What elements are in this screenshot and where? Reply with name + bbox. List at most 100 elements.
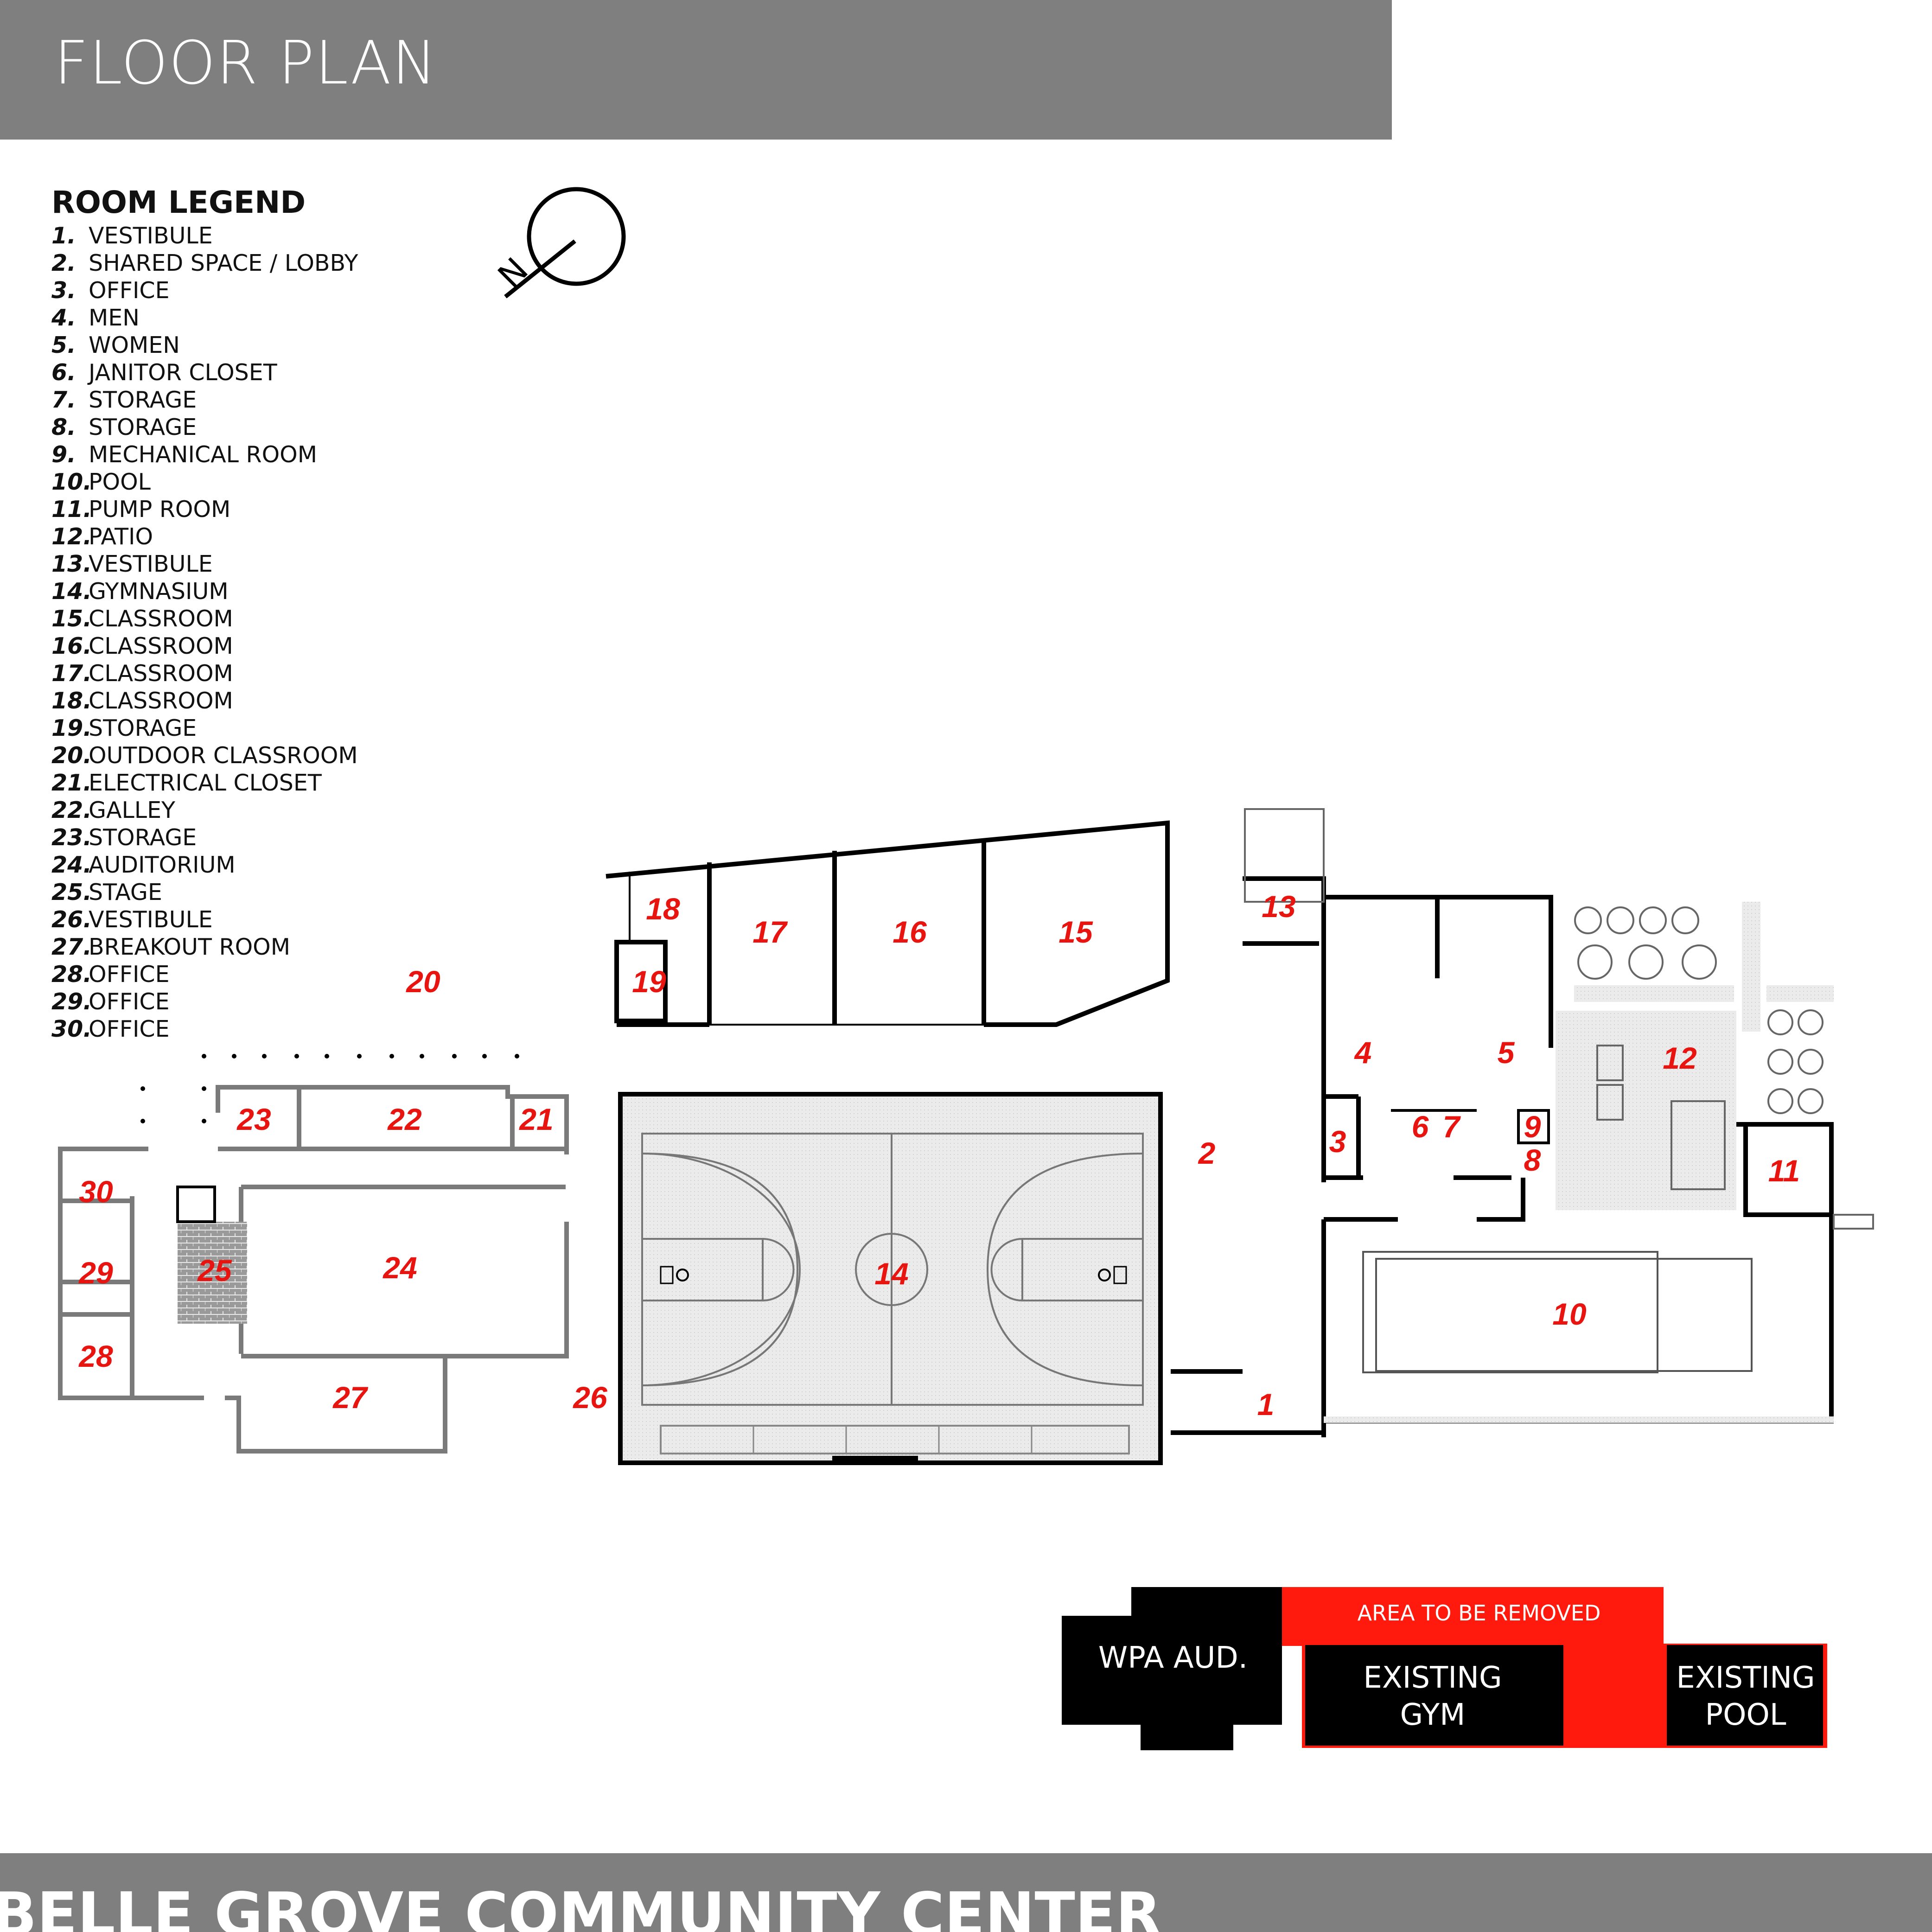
wpa-label: WPA AUD.	[1098, 1641, 1248, 1675]
legend-item-number: 2.	[51, 250, 76, 276]
legend-item-number: 27.	[51, 934, 92, 960]
legend-item: 16.CLASSROOM	[51, 632, 358, 660]
legend-item-label: STORAGE	[89, 824, 197, 851]
project-title: BELLE GROVE COMMUNITY CENTER	[0, 1880, 1161, 1932]
room-label: 1	[1257, 1387, 1275, 1422]
legend-item-label: OFFICE	[89, 277, 170, 304]
room-label: 4	[1354, 1035, 1372, 1070]
existing-auditorium-building	[58, 1085, 569, 1454]
room-label: 16	[893, 915, 927, 949]
legend-item: 19.STORAGE	[51, 714, 358, 742]
room-label: 3	[1329, 1124, 1346, 1159]
legend-item-number: 5.	[51, 332, 76, 358]
legend-item-label: VESTIBULE	[89, 906, 213, 933]
legend-item-label: ELECTRICAL CLOSET	[89, 770, 322, 796]
legend-item-number: 16.	[51, 633, 92, 659]
removed-area-label: AREA TO BE REMOVED	[1358, 1600, 1601, 1626]
legend-item-number: 9.	[51, 441, 76, 468]
legend-item-label: GALLEY	[89, 797, 175, 823]
legend-item: 30.OFFICE	[51, 1015, 358, 1043]
legend-item-label: WOMEN	[89, 332, 180, 358]
room-label: 25	[197, 1253, 232, 1288]
legend-item-label: OFFICE	[89, 961, 170, 988]
room-label: 17	[752, 915, 788, 949]
legend-item-number: 29.	[51, 988, 92, 1015]
legend-item-label: POOL	[89, 469, 151, 495]
legend-item: 13.VESTIBULE	[51, 550, 358, 578]
legend-item: 10.POOL	[51, 468, 358, 496]
legend-item-number: 15.	[51, 606, 92, 632]
room-label: 11	[1768, 1154, 1800, 1188]
legend-item: 27.BREAKOUT ROOM	[51, 933, 358, 961]
legend-item-label: OUTDOOR CLASSROOM	[89, 742, 358, 769]
legend-item: 2.SHARED SPACE / LOBBY	[51, 249, 358, 277]
room-label: 24	[382, 1250, 417, 1285]
legend-item-label: PUMP ROOM	[89, 496, 231, 523]
room-label: 2	[1198, 1136, 1216, 1170]
legend-item-number: 19.	[51, 715, 92, 741]
legend-item-label: AUDITORIUM	[89, 852, 236, 878]
legend-item-number: 21.	[51, 770, 92, 796]
room-label: 15	[1058, 915, 1093, 949]
legend-item: 17.CLASSROOM	[51, 660, 358, 687]
classroom-wing	[606, 820, 1170, 1027]
gymnasium	[618, 1092, 1163, 1465]
legend-item-label: JANITOR CLOSET	[89, 359, 277, 386]
exterior-stair	[1244, 808, 1325, 903]
legend-item-number: 3.	[51, 277, 76, 304]
room-label: 23	[236, 1102, 271, 1136]
legend-item: 8.STORAGE	[51, 414, 358, 441]
removed-area-band	[1282, 1587, 1664, 1646]
legend-item: 20.OUTDOOR CLASSROOM	[51, 742, 358, 769]
existing-gym-label-line2: GYM	[1400, 1698, 1466, 1732]
legend-title: ROOM LEGEND	[51, 185, 306, 220]
room-label: 22	[387, 1102, 422, 1136]
legend-item: 12.PATIO	[51, 523, 358, 550]
room-labels: 1 2 3 4 5 6 7 8 9 10 11 12 13 14 15 16 1…	[78, 889, 1800, 1422]
legend-item-number: 6.	[51, 359, 76, 386]
room-label: 20	[405, 964, 440, 999]
legend-item: 26.VESTIBULE	[51, 906, 358, 933]
legend-item: 7.STORAGE	[51, 386, 358, 414]
legend-item-label: MEN	[89, 305, 140, 331]
legend-item: 14.GYMNASIUM	[51, 578, 358, 605]
floor-plan-drawing: N	[58, 187, 1874, 1750]
legend-item-number: 25.	[51, 879, 92, 905]
legend-item: 1.VESTIBULE	[51, 222, 358, 249]
legend-item-label: CLASSROOM	[89, 633, 233, 659]
legend-item: 4.MEN	[51, 304, 358, 332]
legend-item: 23.STORAGE	[51, 824, 358, 851]
north-arrow: N	[491, 187, 626, 299]
east-wing	[1171, 876, 1834, 1437]
page-title: FLOOR PLAN	[54, 29, 438, 98]
footer-bar: BELLE GROVE COMMUNITY CENTER	[0, 1853, 1932, 1932]
legend-item-label: BREAKOUT ROOM	[89, 934, 290, 960]
legend-item-number: 13.	[51, 551, 92, 577]
legend-item-label: VESTIBULE	[89, 551, 213, 577]
header-bar: FLOOR PLAN	[0, 0, 1392, 140]
legend-item-label: STORAGE	[89, 414, 197, 440]
legend-item-label: VESTIBULE	[89, 223, 213, 249]
legend-item: 24.AUDITORIUM	[51, 851, 358, 879]
legend-item: 9.MECHANICAL ROOM	[51, 441, 358, 468]
legend-item: 3. OFFICE	[51, 277, 358, 304]
legend-item-number: 12.	[51, 523, 92, 550]
legend-item-label: CLASSROOM	[89, 606, 233, 632]
room-label: 7	[1443, 1109, 1461, 1144]
legend-item: 21.ELECTRICAL CLOSET	[51, 769, 358, 797]
room-label: 18	[646, 892, 680, 926]
legend-item-label: STORAGE	[89, 387, 197, 413]
legend-item-number: 23.	[51, 824, 92, 851]
existing-pool-label-line1: EXISTING	[1676, 1661, 1815, 1695]
room-label: 19	[632, 964, 666, 999]
room-label: 27	[332, 1380, 369, 1415]
stage-platform	[178, 1222, 247, 1324]
outdoor-classroom-boundary	[140, 1054, 519, 1123]
room-label: 8	[1524, 1143, 1541, 1177]
room-label: 9	[1524, 1109, 1541, 1144]
legend-item-number: 30.	[51, 1016, 92, 1042]
patio	[1556, 902, 1834, 1210]
pool-basin	[1375, 1258, 1753, 1372]
